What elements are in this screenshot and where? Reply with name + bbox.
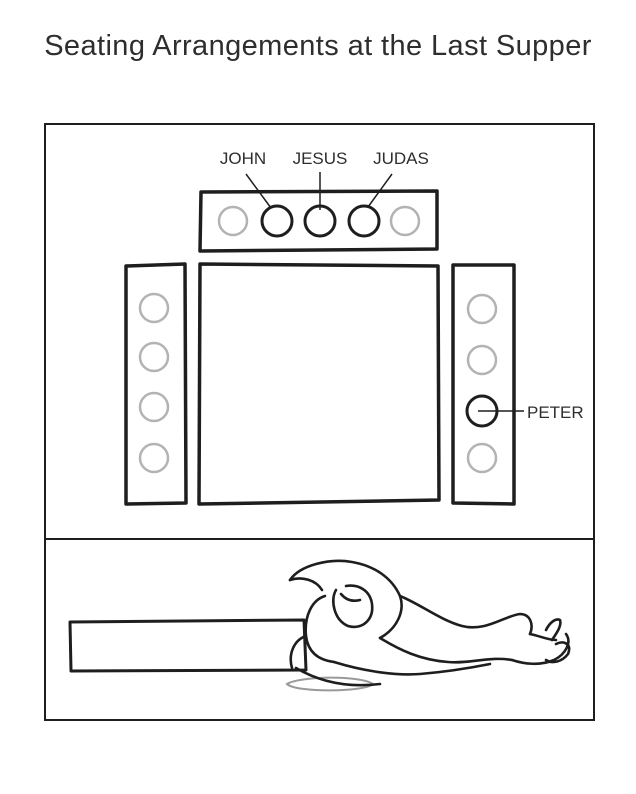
lower-panel-frame [44,538,595,721]
label-judas: JUDAS [373,149,429,168]
empty-seat [466,344,498,376]
label-john: JOHN [220,149,266,168]
empty-seat [466,442,498,474]
label-peter: PETER [527,403,584,422]
label-jesus: JESUS [293,149,348,168]
empty-seat [138,292,170,324]
john-leader-line [245,173,272,209]
left-table [124,262,188,506]
judas-leader-line [367,173,393,208]
center-table [197,262,441,506]
empty-seat [389,205,421,237]
low-table [68,618,308,673]
seat-judas [347,204,381,238]
reclining-figure [288,559,571,687]
head-table [198,189,439,253]
right-table [451,263,516,506]
empty-seat [138,391,170,423]
empty-seat [138,341,170,373]
empty-seat [217,205,249,237]
empty-seat [138,442,170,474]
empty-seat [466,293,498,325]
page-title: Seating Arrangements at the Last Supper [44,30,592,62]
seat-john [260,204,294,238]
